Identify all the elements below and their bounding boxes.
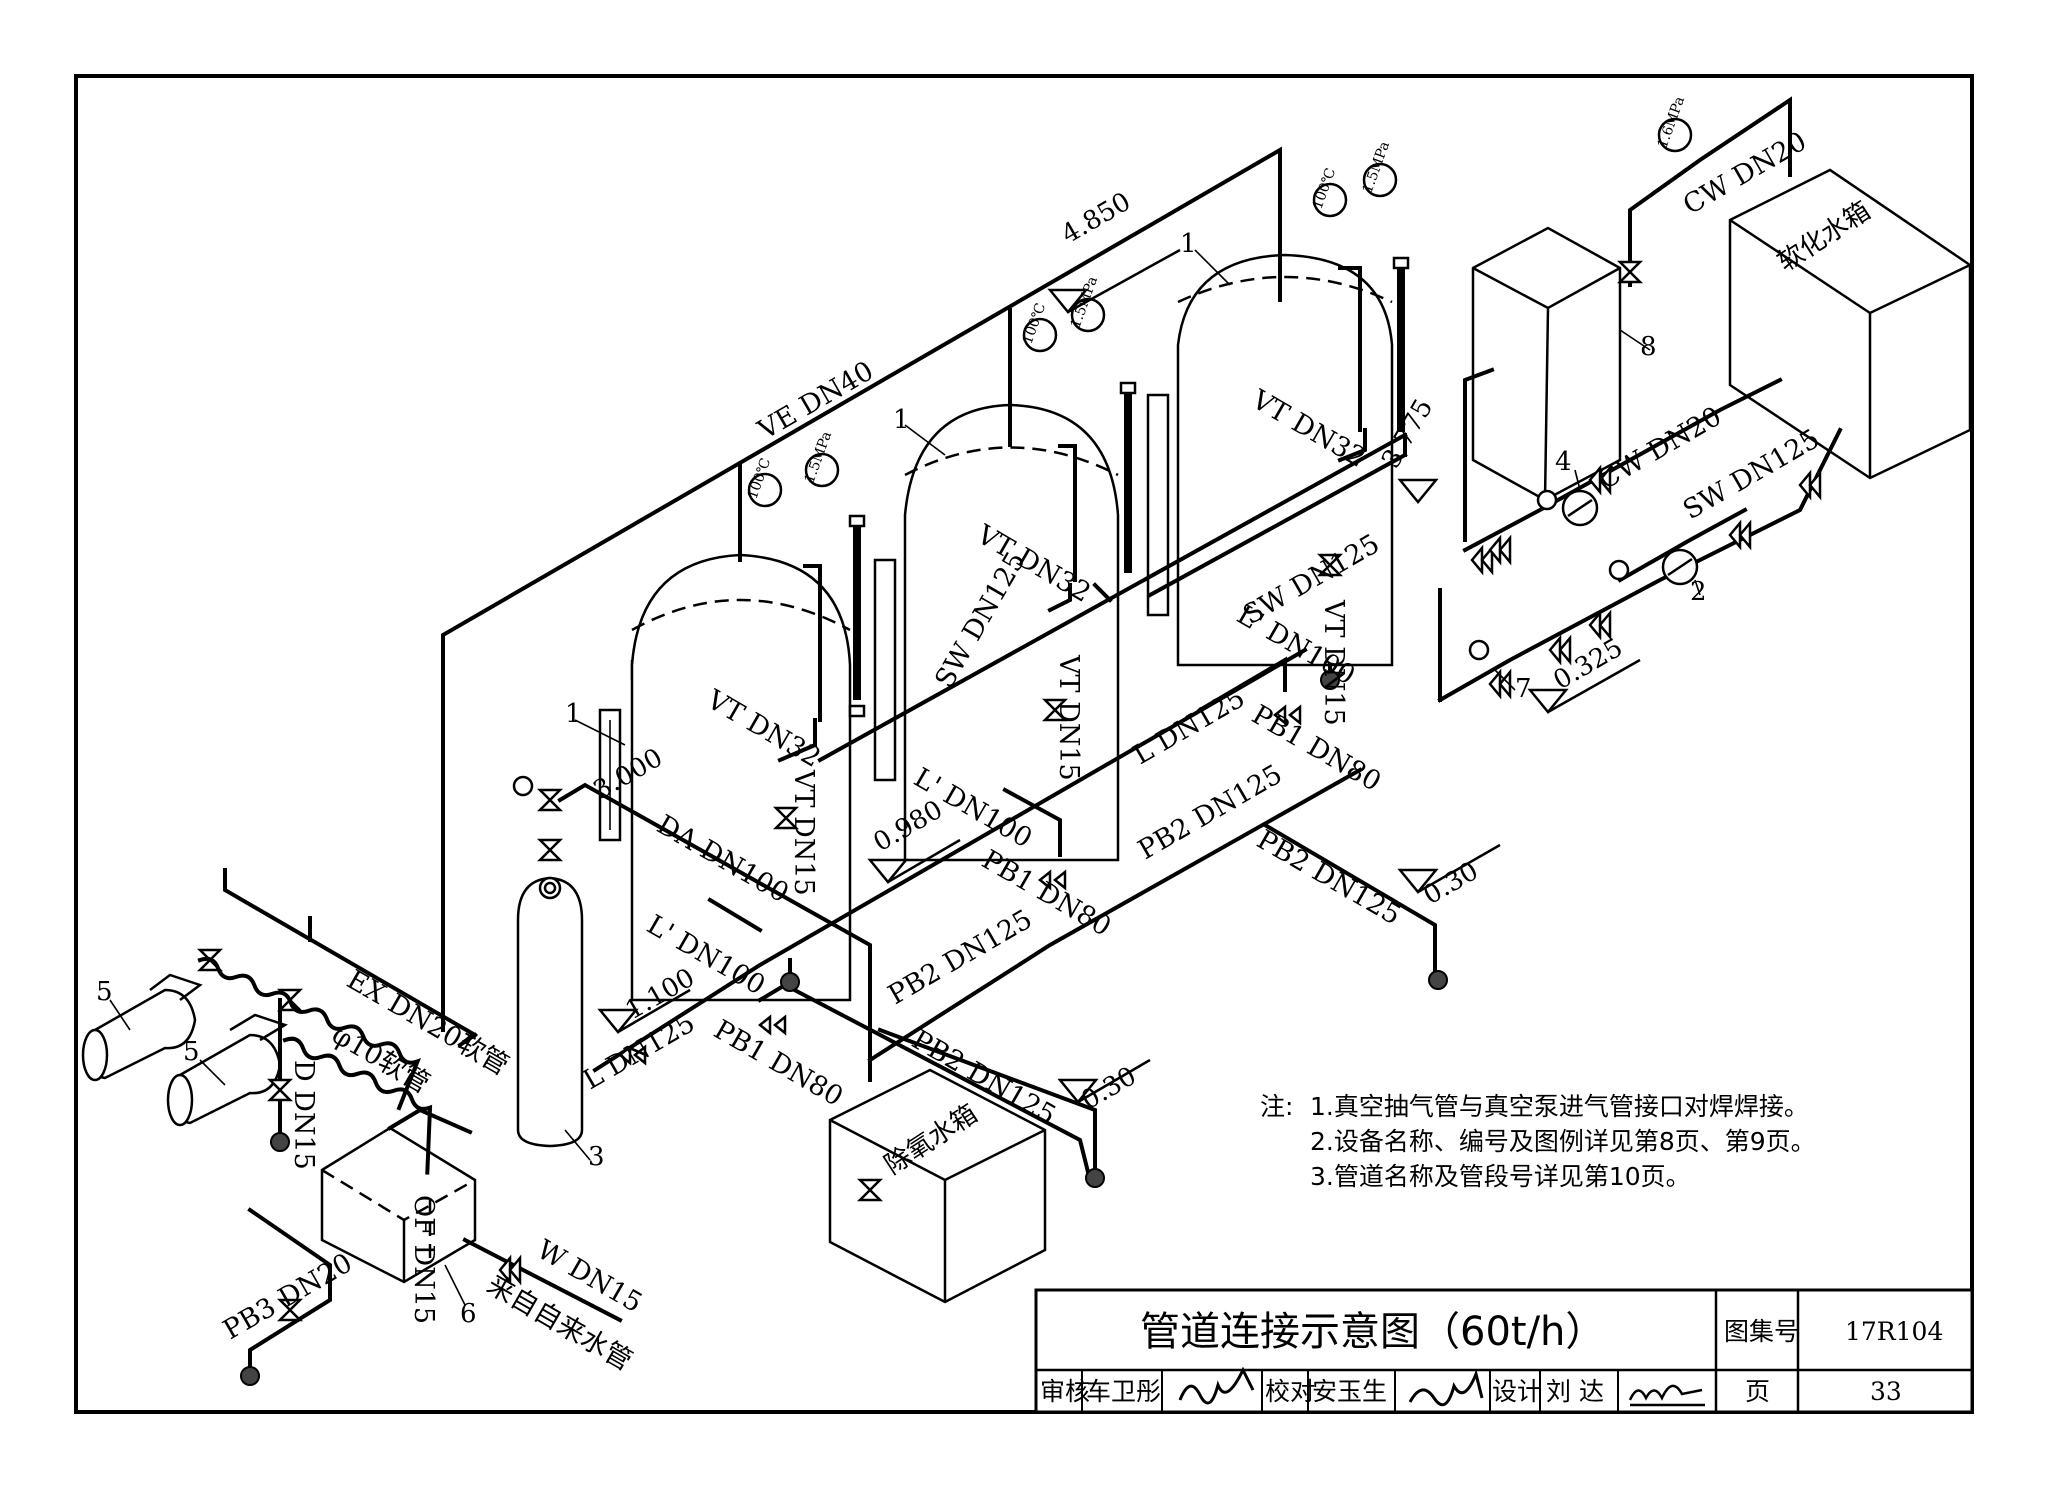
page-label: 页 [1745,1377,1770,1406]
note-line: 1.真空抽气管与真空泵进气管接口对焊焊接。 [1310,1092,1809,1121]
equip-num: 5 [96,977,113,1007]
pipe-label-ve: VE DN40 [752,356,879,447]
pipe-label-pb2: PB2 DN125 [1252,824,1407,931]
note-line: 3.管道名称及管段号详见第10页。 [1310,1162,1691,1191]
notes-prefix: 注: [1260,1092,1293,1121]
notes-block: 注: 1.真空抽气管与真空泵进气管接口对焊焊接。 2.设备名称、编号及图例详见第… [1260,1092,1816,1191]
expansion-vessel [516,876,584,1148]
equip-num: 7 [1515,674,1532,704]
reviewer-name: 车卫彤 [1086,1377,1161,1406]
equipment-box-8 [1471,226,1622,502]
flex-hoses [197,956,433,1175]
equip-num: 1 [565,699,582,729]
atlas-label: 图集号 [1724,1317,1799,1346]
equip-num: 4 [1555,447,1572,477]
design-label: 设计 [1492,1377,1542,1406]
pipe-label-pb3: PB3 DN20 [218,1248,358,1347]
softened-water-tank: 软化水箱 [1728,168,1972,480]
review-label: 审核 [1040,1377,1090,1406]
pipe-label-vt15: VT DN15 [1318,599,1349,726]
elevation-label: 0.30 [1419,856,1484,911]
equipment-box-6 [320,1126,477,1284]
vacuum-pump-1 [81,973,203,1082]
equip-num: 2 [1690,577,1707,607]
title-block: 管道连接示意图（60t/h） 图集号 17R104 页 33 审核 车卫彤 校对… [1034,1288,1974,1414]
checker-signature [1408,1369,1484,1407]
deaerated-water-tank: 除氧水箱 [828,1068,1047,1304]
pipe-label-vt15: VT DN15 [788,769,819,896]
designer-signature [1628,1384,1705,1407]
note-line: 2.设备名称、编号及图例详见第8页、第9页。 [1310,1127,1816,1156]
equip-num: 8 [1640,332,1657,362]
checker-name: 安玉生 [1312,1377,1387,1406]
vacuum-pump-2 [166,1013,288,1127]
pipe-label-l: L DN125 [1128,683,1250,772]
deaerator-tank-left [598,553,852,1002]
equip-num: 1 [1180,229,1197,259]
drawing-title: 管道连接示意图（60t/h） [1140,1309,1605,1355]
equip-num: 3 [588,1142,605,1172]
pipe-label-d: D DN15 [288,1060,319,1170]
deaerator-tank-middle [873,403,1120,862]
reviewer-signature [1178,1366,1255,1405]
equip-num: 1 [893,405,910,435]
equip-num: 6 [460,1299,477,1329]
pipe-label-of: OF DN15 [408,1195,439,1324]
drain-terminals [240,670,1448,1386]
pipe-label-pb2: PB2 DN125 [883,904,1038,1011]
level-gauges [848,256,1410,718]
drawing-border [74,74,1974,1414]
atlas-number: 17R104 [1845,1317,1943,1346]
equip-num: 5 [183,1037,200,1067]
deaerator-tank-right [1146,253,1394,667]
designer-name: 刘 达 [1546,1377,1604,1406]
check-label: 校对 [1265,1377,1315,1406]
page-number: 33 [1870,1377,1902,1406]
equipment-numbers: 1 1 1 2 3 4 5 5 6 7 8 [96,229,1707,1329]
pumps [512,489,1699,797]
pipe-label-vt15: VT DN15 [1053,654,1084,781]
